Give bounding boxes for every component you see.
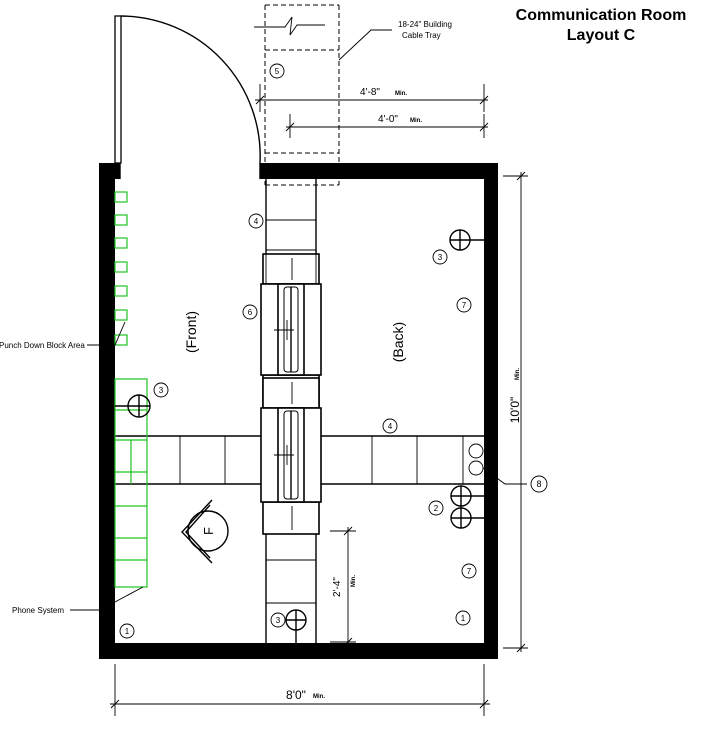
dimension-top-inner: [285, 114, 489, 138]
svg-text:3: 3: [159, 386, 164, 395]
svg-text:4: 4: [254, 217, 259, 226]
callout-2: 2: [428, 500, 444, 516]
grounding-busbar: [468, 443, 527, 485]
dimension-top-inner-suffix: Min.: [410, 118, 422, 124]
dimension-clearance: [330, 526, 356, 647]
cable-tray-label-1: 18-24" Building: [398, 20, 452, 29]
svg-text:2: 2: [434, 504, 439, 513]
door: [114, 15, 261, 164]
callout-4-top: 4: [248, 213, 264, 229]
callout-7-lower: 7: [461, 563, 477, 579]
svg-text:4: 4: [388, 422, 393, 431]
svg-text:1: 1: [125, 627, 130, 636]
svg-text:6: 6: [248, 308, 253, 317]
back-label: (Back): [390, 322, 406, 362]
cable-tray-label-2: Cable Tray: [402, 31, 441, 40]
callout-3-left: 3: [153, 382, 169, 398]
dimension-top-inner-value: 4'-0": [378, 114, 398, 125]
dimension-right: [503, 171, 528, 653]
callout-6: 6: [242, 304, 258, 320]
callout-8: 8: [530, 475, 548, 493]
title-line-1: Communication Room: [516, 7, 687, 24]
outlet-bottom: [285, 609, 307, 643]
outlet-pair-back: [450, 485, 484, 529]
dimension-top-outer-value: 4'-8": [360, 87, 380, 98]
svg-text:8: 8: [536, 479, 541, 489]
punch-down-blocks: [114, 191, 128, 346]
dimension-clearance-suffix: Min.: [351, 575, 357, 587]
svg-text:3: 3: [276, 616, 281, 625]
front-label: (Front): [183, 311, 199, 353]
svg-text:7: 7: [462, 301, 467, 310]
phone-system-area: [114, 378, 148, 588]
title-line-2: Layout C: [567, 27, 636, 44]
phone-system-label: Phone System: [12, 606, 64, 615]
svg-text:1: 1: [461, 614, 466, 623]
dimension-clearance-value: 2'-4": [332, 577, 343, 597]
callout-1-right: 1: [455, 610, 471, 626]
callout-3-bottom: 3: [270, 612, 286, 628]
dimension-bottom-value: 8'0": [286, 688, 306, 702]
svg-text:3: 3: [438, 253, 443, 262]
dimension-top-outer: [255, 84, 489, 112]
outlet-front-left: [115, 394, 151, 418]
svg-text:5: 5: [275, 67, 280, 76]
dimension-right-value: 10'0": [508, 397, 522, 424]
dimension-top-outer-suffix: Min.: [395, 91, 407, 97]
fire-extinguisher: F: [181, 499, 229, 564]
callout-3-right: 3: [432, 249, 448, 265]
fire-extinguisher-label: F: [201, 527, 216, 535]
dimension-bottom-suffix: Min.: [313, 694, 325, 700]
svg-text:7: 7: [467, 567, 472, 576]
dimension-bottom: [110, 664, 490, 716]
callout-4-mid: 4: [382, 418, 398, 434]
callout-1-left: 1: [119, 623, 135, 639]
callout-7-upper: 7: [456, 297, 472, 313]
punch-down-label: Punch Down Block Area: [0, 341, 85, 350]
building-cable-tray: [254, 4, 340, 186]
outlet-back-upper: [449, 229, 484, 251]
callout-5: 5: [269, 63, 285, 79]
equipment-rack-lower: [260, 377, 322, 535]
dimension-right-suffix: Min.: [515, 368, 521, 380]
